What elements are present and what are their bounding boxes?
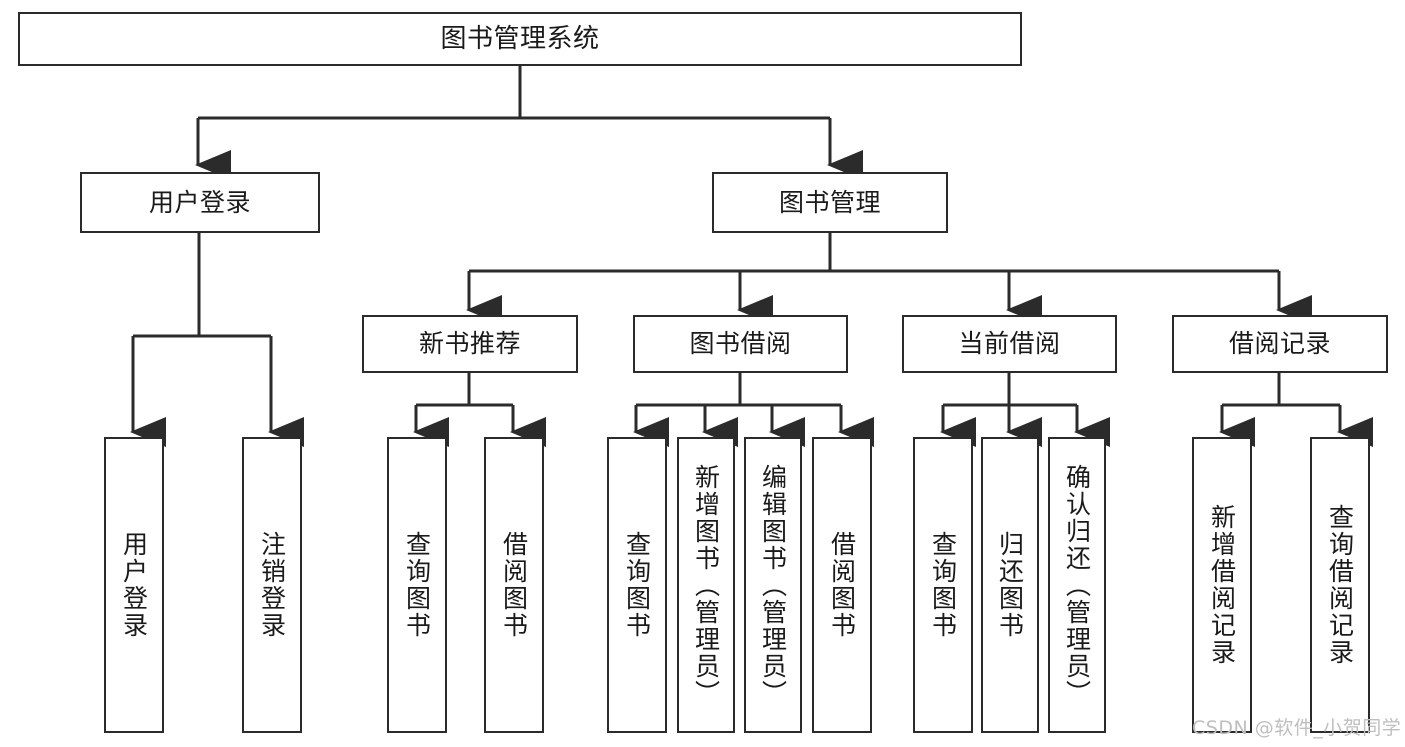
node-label: 当前借阅 bbox=[958, 329, 1061, 359]
node-label: 借阅图书 bbox=[499, 531, 529, 639]
node-label: 确认归还（管理员） bbox=[1062, 463, 1092, 707]
node-label: 新增借阅记录 bbox=[1207, 504, 1237, 666]
leaf-confirm-return-admin[interactable]: 确认归还（管理员） bbox=[1048, 437, 1106, 733]
node-new-book-recommend[interactable]: 新书推荐 bbox=[362, 315, 578, 373]
node-book-management[interactable]: 图书管理 bbox=[712, 172, 948, 233]
node-label: 借阅图书 bbox=[827, 531, 857, 639]
node-label: 图书借阅 bbox=[689, 329, 792, 359]
leaf-borrow-book-recommend[interactable]: 借阅图书 bbox=[484, 437, 544, 733]
leaf-add-book-admin[interactable]: 新增图书（管理员） bbox=[677, 437, 735, 733]
leaf-borrow-book[interactable]: 借阅图书 bbox=[812, 437, 872, 733]
leaf-query-book-borrow[interactable]: 查询图书 bbox=[607, 437, 667, 733]
node-label: 新增图书（管理员） bbox=[691, 463, 721, 707]
node-borrow-record[interactable]: 借阅记录 bbox=[1172, 315, 1388, 373]
leaf-user-login[interactable]: 用户登录 bbox=[104, 437, 164, 733]
node-label: 注销登录 bbox=[257, 531, 287, 639]
leaf-query-borrow-record[interactable]: 查询借阅记录 bbox=[1310, 437, 1370, 733]
node-label: 编辑图书（管理员） bbox=[758, 463, 788, 707]
node-label: 图书管理系统 bbox=[440, 23, 600, 54]
node-label: 归还图书 bbox=[995, 531, 1025, 639]
node-label: 新书推荐 bbox=[418, 329, 521, 359]
leaf-query-book-recommend[interactable]: 查询图书 bbox=[387, 437, 447, 733]
node-label: 用户登录 bbox=[148, 187, 251, 217]
node-label: 借阅记录 bbox=[1228, 329, 1331, 359]
leaf-edit-book-admin[interactable]: 编辑图书（管理员） bbox=[744, 437, 802, 733]
leaf-return-book[interactable]: 归还图书 bbox=[981, 437, 1039, 733]
node-label: 用户登录 bbox=[119, 531, 149, 639]
node-user-login[interactable]: 用户登录 bbox=[80, 172, 320, 233]
node-book-borrow[interactable]: 图书借阅 bbox=[633, 315, 848, 373]
node-label: 查询图书 bbox=[402, 531, 432, 639]
node-label: 查询借阅记录 bbox=[1325, 504, 1355, 666]
node-label: 查询图书 bbox=[622, 531, 652, 639]
leaf-add-borrow-record[interactable]: 新增借阅记录 bbox=[1192, 437, 1252, 733]
leaf-logout-login[interactable]: 注销登录 bbox=[242, 437, 302, 733]
node-current-borrow[interactable]: 当前借阅 bbox=[902, 315, 1117, 373]
node-root-book-management-system[interactable]: 图书管理系统 bbox=[18, 12, 1022, 66]
node-label: 图书管理 bbox=[778, 187, 881, 217]
leaf-query-book-current[interactable]: 查询图书 bbox=[913, 437, 973, 733]
node-label: 查询图书 bbox=[928, 531, 958, 639]
